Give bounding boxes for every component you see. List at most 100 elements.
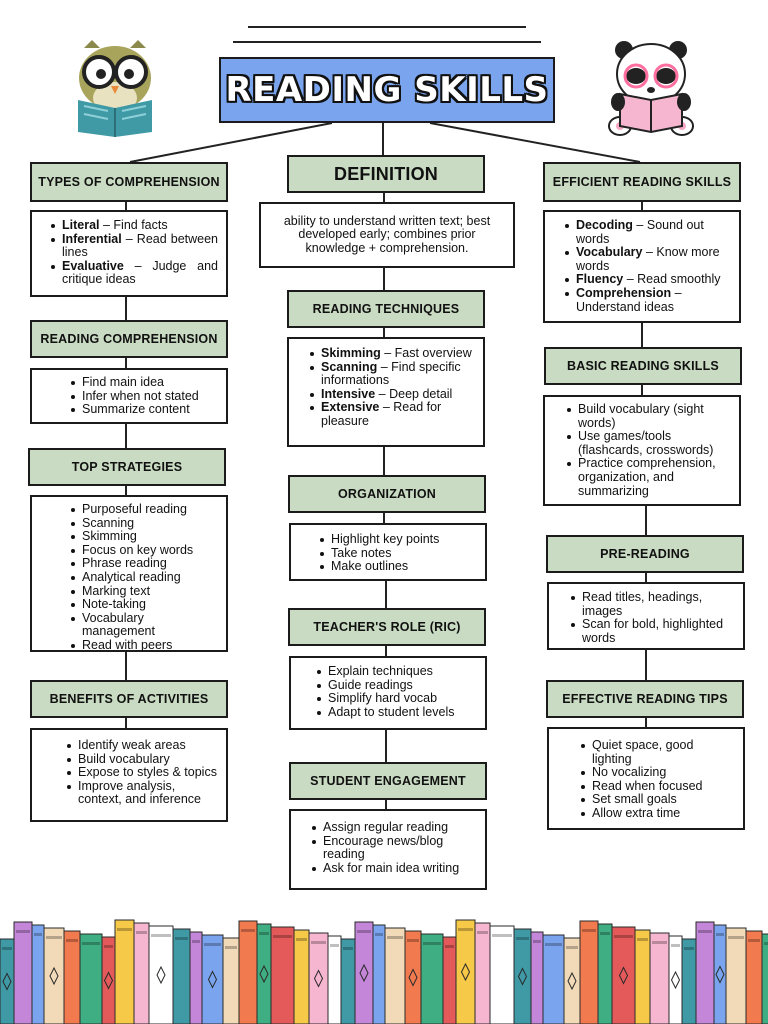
list-item: Focus on key words <box>68 543 218 558</box>
top-strategies-heading-label: TOP STRATEGIES <box>71 460 183 474</box>
list-item: Take notes <box>317 546 477 561</box>
list-item: Improve analysis, context, and inference <box>64 779 218 807</box>
top-rule-1 <box>248 26 526 28</box>
effective-reading-tips-heading-label: EFFECTIVE READING TIPS <box>562 692 728 706</box>
book-spine <box>201 934 224 1024</box>
book-band <box>492 934 512 937</box>
book-ornament <box>359 963 369 983</box>
term-description: – Know more words <box>576 245 720 273</box>
list-item: Guide readings <box>314 678 477 693</box>
book-ornament <box>156 965 166 985</box>
term-description: – Read between lines <box>62 231 218 260</box>
list-item: Scanning – Find specific informations <box>307 359 475 388</box>
book-band <box>330 944 339 947</box>
book-band <box>516 937 529 940</box>
book-spine <box>442 936 457 1024</box>
list-item: Scan for bold, highlighted words <box>568 617 735 645</box>
reading-techniques-box: Skimming – Fast overview Scanning – Find… <box>287 337 485 447</box>
term: Skimming <box>321 346 381 360</box>
definition-heading: DEFINITION <box>287 155 485 193</box>
book-ornament <box>313 969 324 988</box>
list-item: Read when focused <box>578 779 735 794</box>
reading-comprehension-heading-label: READING COMPREHENSION <box>40 332 218 346</box>
benefits-of-activities-box: Identify weak areas Build vocabulary Exp… <box>30 728 228 822</box>
connector <box>125 486 127 495</box>
list-item: Decoding – Sound out words <box>562 218 731 246</box>
book-ornament <box>259 964 269 984</box>
book-ornament <box>715 965 725 984</box>
book-spine <box>611 926 636 1024</box>
organization-heading-label: ORGANIZATION <box>338 487 436 501</box>
book-band <box>66 939 78 942</box>
list-item: Make outlines <box>317 560 477 574</box>
book-band <box>175 937 188 940</box>
list-item: Purposeful reading <box>68 502 218 517</box>
definition-box: ability to understand written text; best… <box>259 202 515 268</box>
reading-comprehension-box: Find main idea Infer when not stated Sum… <box>30 368 228 424</box>
book-band <box>296 938 307 941</box>
book-spine <box>31 924 45 1024</box>
efficient-reading-skills-heading: EFFICIENT READING SKILLS <box>543 162 741 202</box>
basic-reading-skills-heading: BASIC READING SKILLS <box>544 347 742 385</box>
book-band <box>582 929 596 932</box>
term: Vocabulary <box>576 245 643 260</box>
term-description: – Find facts <box>99 218 168 232</box>
term-description: – Read smoothly <box>623 272 721 287</box>
list-item: Practice comprehension, organization, an… <box>564 457 731 498</box>
bookshelf-illustration <box>0 919 768 1024</box>
pre-reading-box: Read titles, headings, images Scan for b… <box>547 582 745 650</box>
book-band <box>82 942 100 945</box>
book-spine <box>256 923 272 1024</box>
book-spine <box>340 938 356 1024</box>
connector <box>641 202 643 210</box>
book-band <box>407 939 419 942</box>
book-spine <box>133 922 150 1024</box>
list-item: Read titles, headings, images <box>568 590 735 618</box>
book-spine <box>489 925 515 1024</box>
pre-reading-heading: PRE-READING <box>546 535 744 573</box>
definition-heading-label: DEFINITION <box>334 163 438 184</box>
teachers-role-box: Explain techniques Guide readings Simpli… <box>289 656 487 730</box>
list-item: Vocabulary – Know more words <box>562 245 731 273</box>
book-band <box>136 931 147 934</box>
term-description: – Fast overview <box>380 346 472 360</box>
term: Inferential <box>62 231 122 246</box>
connector <box>383 447 385 475</box>
connector <box>385 646 387 656</box>
book-band <box>259 932 269 935</box>
list-item: Infer when not stated <box>68 389 218 404</box>
book-band <box>241 929 255 932</box>
effective-reading-tips-heading: EFFECTIVE READING TIPS <box>546 680 744 718</box>
benefits-of-activities-heading: BENEFITS OF ACTIVITIES <box>30 680 228 718</box>
connector <box>385 800 387 809</box>
connector <box>645 506 647 535</box>
list-item: Encourage news/blog reading <box>309 834 477 862</box>
book-spine <box>308 932 329 1024</box>
book-ornament <box>49 966 59 986</box>
list-item: Highlight key points <box>317 532 477 547</box>
organization-box: Highlight key points Take notes Make out… <box>289 523 487 581</box>
book-spine <box>114 919 135 1024</box>
book-ornament <box>408 968 418 987</box>
main-title-banner: READING SKILLS <box>219 57 555 123</box>
book-band <box>375 933 383 936</box>
book-spine <box>79 933 103 1024</box>
book-spine <box>189 931 203 1024</box>
book-band <box>764 942 768 945</box>
book-band <box>311 941 326 944</box>
book-spine <box>0 938 15 1024</box>
book-ornament <box>618 966 629 985</box>
book-ornament <box>2 972 12 991</box>
term: Scanning <box>321 359 378 374</box>
list-item: Expose to styles & topics <box>64 766 218 780</box>
term-description: – Find specific informations <box>321 359 461 388</box>
book-spine <box>372 924 386 1024</box>
pre-reading-heading-label: PRE-READING <box>600 547 690 561</box>
term-description: – Deep detail <box>375 386 453 401</box>
book-spine <box>63 930 81 1024</box>
list-item: Inferential – Read between lines <box>48 231 218 260</box>
term: Decoding <box>576 218 633 232</box>
list-item: Evaluative – Judge and critique ideas <box>48 259 218 287</box>
book-spine <box>563 937 581 1024</box>
book-band <box>545 943 562 946</box>
